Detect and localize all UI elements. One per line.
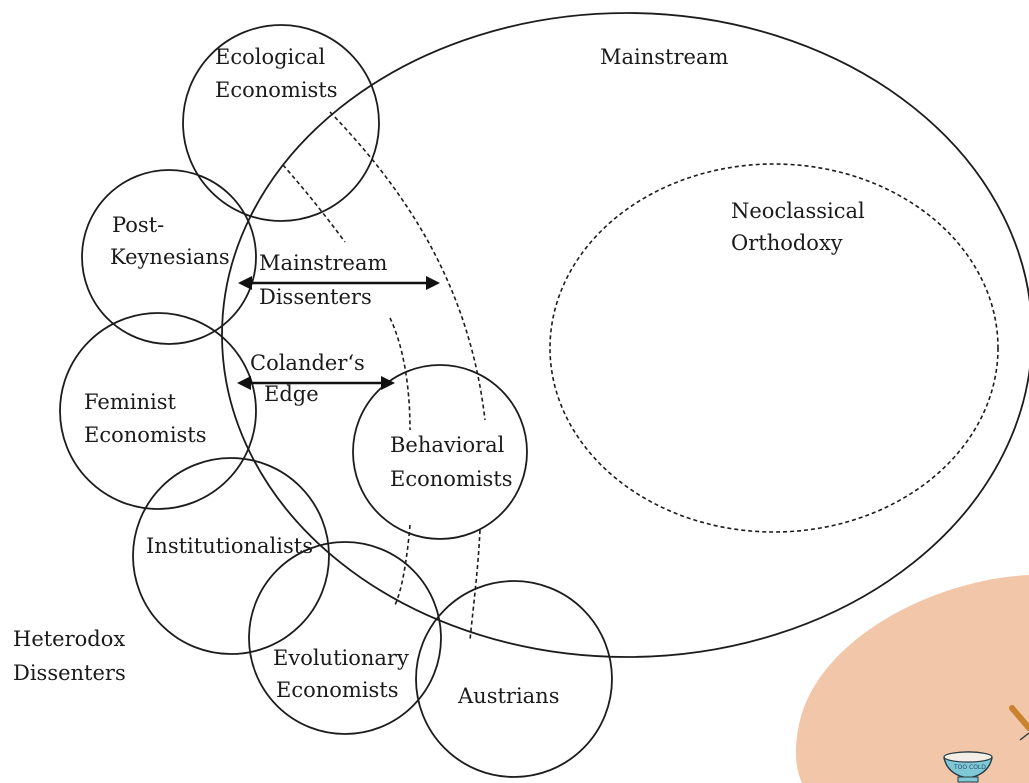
behavioral-label-line2: Economists (390, 467, 513, 491)
bowl-icon: TOO COLD (943, 751, 993, 783)
neoclassical-label-line1: Neoclassical (731, 199, 865, 223)
mainstream-dissenters-label-line1: Mainstream (259, 251, 387, 275)
behavioral-economists-circle (352, 364, 528, 540)
institutionalists-circle (132, 457, 330, 655)
colanders-edge-label-line2: Edge (264, 382, 319, 406)
neoclassical-ellipse (549, 163, 999, 533)
spoon-icon (1009, 705, 1029, 741)
dashed-boundary-colander (389, 317, 411, 431)
bowl-label: TOO COLD (953, 764, 986, 771)
dashed-boundary-lower-left (394, 524, 411, 606)
evolutionary-label-line2: Economists (276, 678, 399, 702)
heterodox-label-line1: Heterodox (13, 627, 125, 651)
evolutionary-label-line1: Evolutionary (273, 646, 409, 670)
ecological-economists-circle (182, 24, 380, 222)
corner-illustration: TOO COLD (795, 575, 1029, 783)
colanders-edge-label-line1: Colander‘s (250, 351, 365, 375)
dashed-boundary-lower-right (469, 529, 481, 641)
heterodox-label-line2: Dissenters (13, 661, 126, 685)
peach-blob (795, 575, 1029, 783)
dashed-boundary-inner (282, 164, 346, 243)
ecological-label-line1: Ecological (215, 45, 326, 69)
post-keynesians-label-line1: Post- (112, 213, 164, 237)
feminist-economists-circle (59, 312, 257, 510)
dashed-boundary-outer (329, 111, 486, 421)
ecological-label-line2: Economists (215, 78, 338, 102)
mainstream-ellipse (221, 12, 1029, 658)
institutionalists-label: Institutionalists (146, 534, 313, 558)
austrians-label: Austrians (457, 684, 559, 708)
behavioral-label-line1: Behavioral (390, 433, 505, 457)
mainstream-dissenters-arrow (238, 276, 440, 290)
austrians-circle (415, 580, 613, 778)
mainstream-label: Mainstream (600, 45, 728, 69)
post-keynesians-label-line2: Keynesians (110, 245, 230, 269)
neoclassical-label-line2: Orthodoxy (731, 231, 843, 255)
post-keynesians-circle (81, 169, 257, 345)
evolutionary-economists-circle (248, 541, 442, 735)
mainstream-dissenters-label-line2: Dissenters (259, 285, 372, 309)
feminist-label-line2: Economists (84, 423, 207, 447)
colanders-edge-arrow (237, 376, 395, 390)
feminist-label-line1: Feminist (84, 390, 176, 414)
